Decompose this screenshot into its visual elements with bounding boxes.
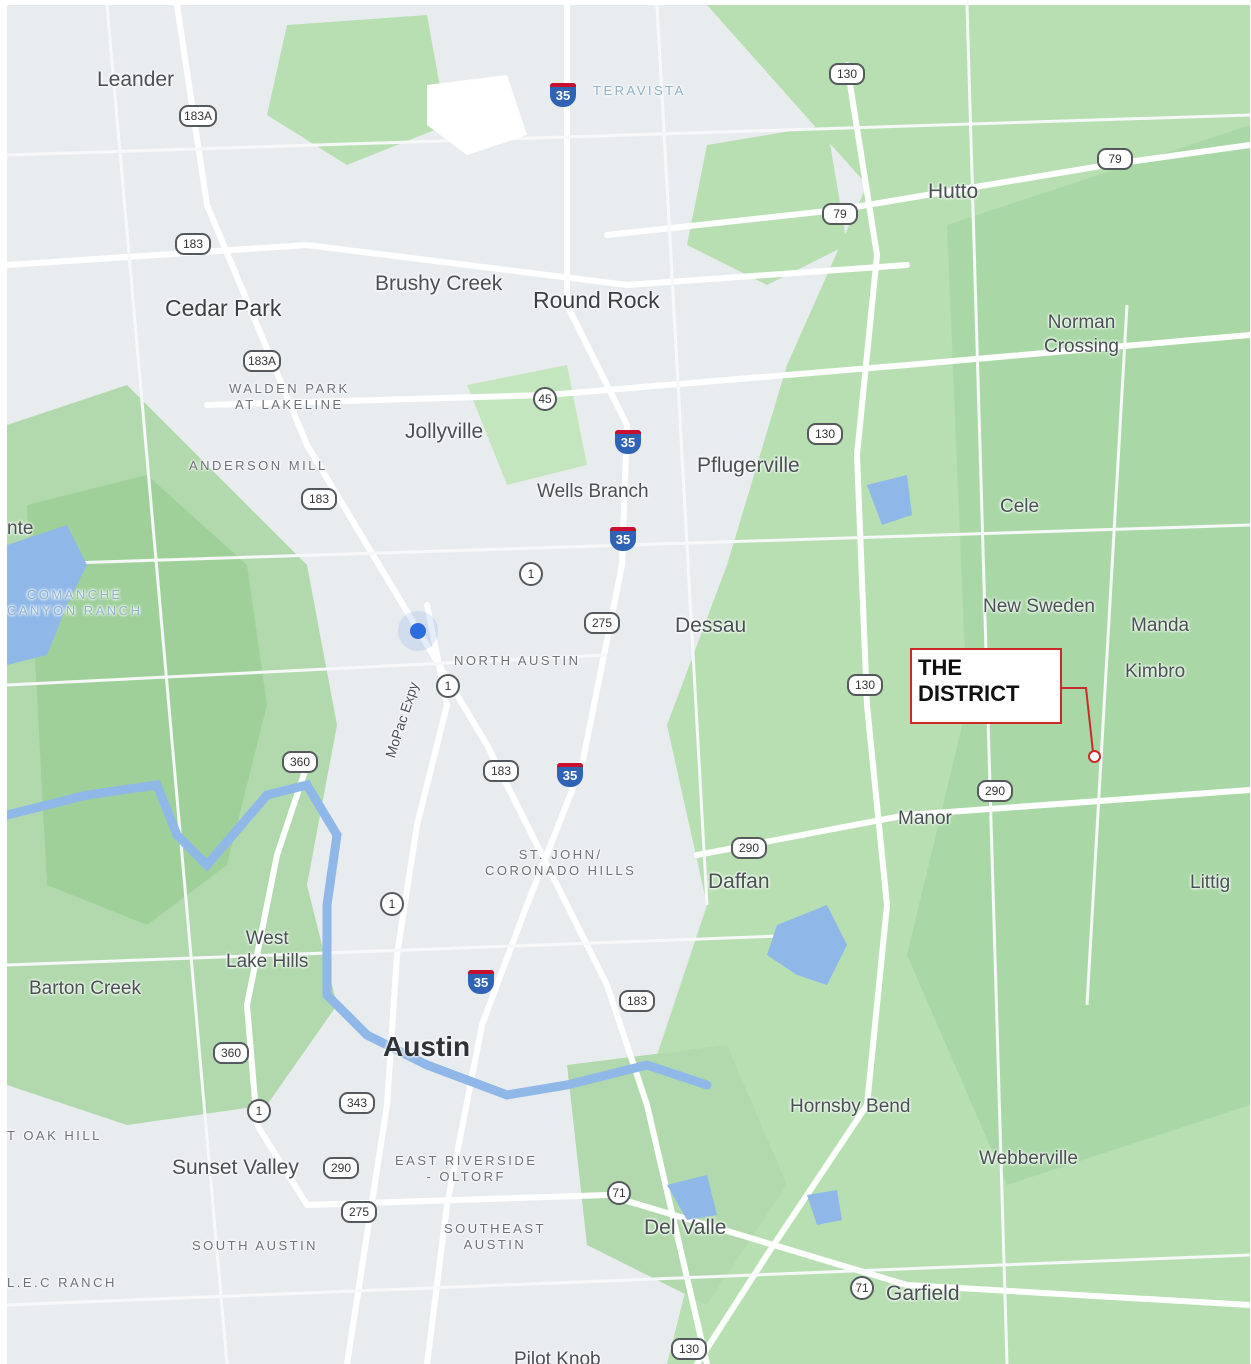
place-label-dessau: Dessau: [675, 614, 747, 637]
colorado-river: [7, 779, 712, 1100]
decker-lake: [767, 905, 847, 985]
shield-183-south: 183: [619, 990, 655, 1012]
shield-183-cedar: 183: [175, 233, 211, 255]
shield-1-mid: 1: [436, 674, 460, 698]
the-district-callout: THE DISTRICT: [910, 648, 1062, 724]
place-label-west-lake-hills: West Lake Hills: [226, 928, 309, 972]
sh71-road: [304, 1191, 1250, 1308]
callout-line-1: THE: [918, 655, 962, 680]
place-label-littig: Littig: [1190, 872, 1231, 893]
us290-road: [694, 787, 1250, 858]
neighborhood-label-south-austin: SOUTH AUSTIN: [192, 1238, 319, 1253]
place-label-kimbro: Kimbro: [1125, 661, 1186, 682]
shield-290-daffan: 290: [731, 837, 767, 859]
shield-1-west: 1: [247, 1099, 271, 1123]
sh130-road: [694, 62, 891, 1364]
shield-343: 343: [339, 1092, 375, 1114]
place-label-pilot-knob: Pilot Knob: [514, 1349, 601, 1364]
place-label-daffan: Daffan: [708, 870, 770, 893]
place-label-garfield: Garfield: [886, 1282, 960, 1305]
place-label-leander: Leander: [97, 68, 175, 91]
hill-country: [27, 475, 267, 925]
neighborhood-label-east-riverside: EAST RIVERSIDE - OLTORF: [395, 1153, 538, 1185]
shield-130-east: 130: [847, 674, 883, 696]
shield-183a-walden: 183A: [243, 350, 282, 372]
shield-360-north: 360: [282, 751, 318, 773]
rr-road: [7, 241, 910, 289]
neighborhood-label-comanche: COMANCHE CANYON RANCH: [7, 587, 143, 619]
place-label-round-rock: Round Rock: [533, 287, 660, 313]
neighborhood-label-teravista: TERAVISTA: [593, 83, 686, 98]
place-label-cedar-park: Cedar Park: [165, 295, 282, 321]
place-label-wells-branch: Wells Branch: [537, 481, 649, 502]
place-label-manda: Manda: [1131, 615, 1190, 636]
shield-275-north: 275: [584, 612, 620, 634]
place-label-manor: Manor: [898, 808, 952, 829]
place-label-austin: Austin: [383, 1031, 471, 1062]
shield-79-east: 79: [1097, 148, 1133, 170]
place-label-del-valle: Del Valle: [644, 1216, 727, 1239]
neighborhood-label-southeast-austin: SOUTHEAST AUSTIN: [444, 1221, 546, 1253]
interstate-35-shield: 35: [615, 430, 641, 454]
neighborhood-label-lc-ranch: L.E.C RANCH: [7, 1275, 117, 1290]
place-label-pflugerville: Pflugerville: [697, 454, 800, 477]
neighborhood-label-anderson-mill: ANDERSON MILL: [189, 458, 328, 473]
shield-290-sunset: 290: [323, 1157, 359, 1179]
the-district-pin-icon[interactable]: [1088, 750, 1101, 763]
place-label-lake-fragment: nte: [7, 518, 34, 539]
neighborhood-label-st-john: ST. JOHN/ CORONADO HILLS: [485, 847, 637, 879]
map-view[interactable]: Leander Cedar Park Brushy Creek Round Ro…: [7, 5, 1250, 1364]
place-label-norman-crossing: Norman Crossing: [1044, 312, 1119, 357]
shield-45: 45: [533, 387, 557, 411]
place-label-brushy-creek: Brushy Creek: [375, 272, 503, 295]
place-label-hornsby-bend: Hornsby Bend: [790, 1096, 911, 1117]
place-label-barton-creek: Barton Creek: [29, 978, 141, 999]
place-label-sunset-valley: Sunset Valley: [172, 1156, 299, 1179]
neighborhood-label-oak-hill: T OAK HILL: [7, 1128, 102, 1143]
sh45-road: [204, 332, 1250, 408]
interstate-35-shield: 35: [557, 763, 583, 787]
shield-360-south: 360: [213, 1042, 249, 1064]
loop360-road: [243, 762, 310, 1208]
place-label-hutto: Hutto: [928, 180, 979, 203]
shield-71-riverside: 71: [607, 1181, 631, 1205]
place-label-webberville: Webberville: [979, 1148, 1078, 1169]
interstate-35-shield: 35: [468, 970, 494, 994]
shield-183a-top: 183A: [179, 105, 218, 127]
shield-71-garfield: 71: [850, 1276, 874, 1300]
shield-130-pflug: 130: [807, 423, 843, 445]
shield-1-north: 1: [519, 562, 543, 586]
neighborhood-label-walden-park: WALDEN PARK AT LAKELINE: [229, 381, 350, 413]
interstate-35-shield: 35: [550, 83, 576, 107]
us183-road: [174, 5, 710, 1364]
place-label-jollyville: Jollyville: [405, 420, 484, 443]
callout-line-2: DISTRICT: [918, 681, 1020, 707]
shield-1-south: 1: [380, 892, 404, 916]
shield-79-mid: 79: [822, 203, 858, 225]
place-label-new-sweden: New Sweden: [983, 596, 1095, 617]
neighborhood-label-north-austin: NORTH AUSTIN: [454, 653, 581, 668]
shield-183-anderson: 183: [301, 488, 337, 510]
current-location-marker: [410, 623, 426, 639]
place-label-cele: Cele: [1000, 496, 1040, 517]
shield-130-bottom: 130: [671, 1338, 707, 1360]
shield-290-manor: 290: [977, 780, 1013, 802]
shield-130-top: 130: [829, 63, 865, 85]
interstate-35-shield: 35: [610, 527, 636, 551]
shield-183-central: 183: [483, 760, 519, 782]
shield-275-south: 275: [341, 1201, 377, 1223]
lake-travis: [7, 525, 87, 665]
